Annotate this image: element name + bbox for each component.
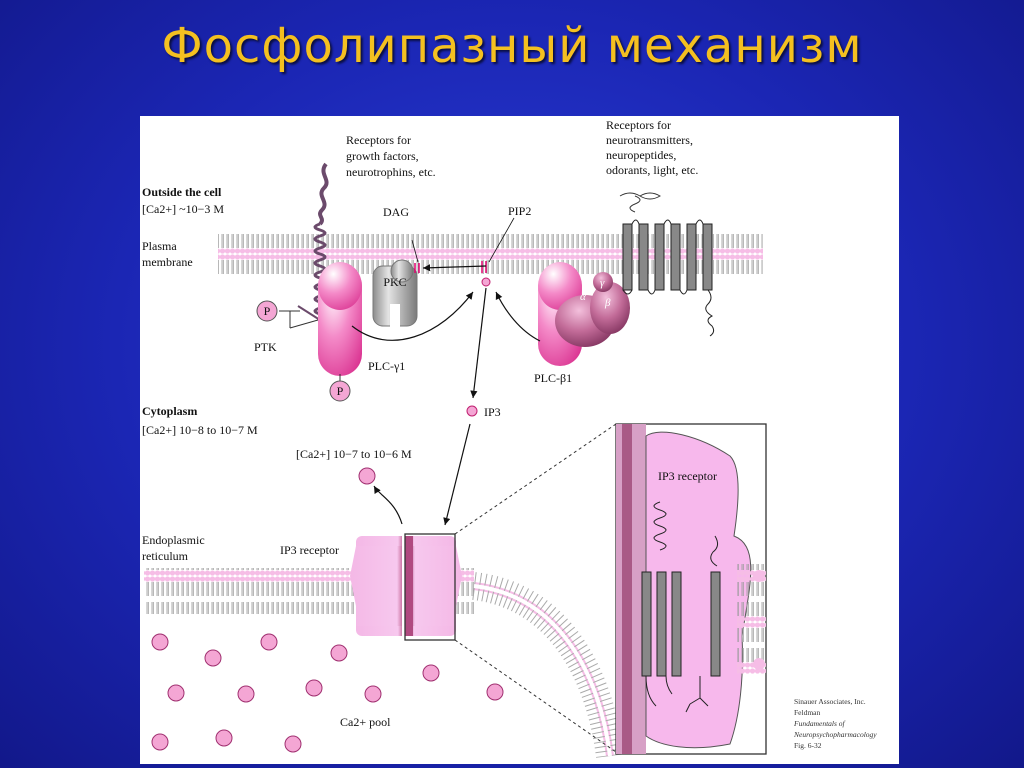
pip2-label: PIP2 [508, 204, 531, 218]
dag-marker [414, 263, 420, 273]
neuro-receptors-label-1: Receptors for [606, 118, 671, 132]
plasma-membrane [218, 233, 763, 279]
growth-receptors-label-2: growth factors, [346, 149, 419, 163]
plasma-membrane-label-1: Plasma [142, 239, 177, 253]
zoom-indicator [404, 423, 617, 753]
pip2-marker [481, 261, 491, 287]
ca-pool-ions [151, 633, 504, 753]
pkc-label: PKC [383, 275, 406, 289]
ip3-receptor-zoom-inset [615, 423, 767, 755]
ip3-receptor-channel [350, 536, 462, 636]
plc-gamma1: P [318, 262, 362, 402]
p-label-ptk: P [264, 304, 271, 318]
credit-line-2: Feldman [794, 708, 820, 717]
neuro-receptors-label-3: neuropeptides, [606, 148, 676, 162]
plasma-membrane-label-2: membrane [142, 255, 193, 269]
alpha-label: α [580, 291, 586, 303]
ptk-label: PTK [254, 340, 277, 354]
dag-label: DAG [383, 205, 409, 219]
ca-pool-label: Ca2+ pool [340, 715, 391, 729]
credit-line-1: Sinauer Associates, Inc. [794, 697, 866, 706]
neuro-receptors-label-4: odorants, light, etc. [606, 163, 698, 177]
released-conc-label: [Ca2+] 10−7 to 10−6 M [296, 447, 412, 461]
cytoplasm-conc-label: [Ca2+] 10−8 to 10−7 M [142, 423, 258, 437]
plc-gamma-label: PLC-γ1 [368, 359, 405, 373]
credit-line-4: Neuropsychopharmacology [793, 730, 877, 739]
ip3-label: IP3 [484, 405, 501, 419]
pkc-protein: PKC [372, 259, 418, 328]
outside-cell-label: Outside the cell [142, 185, 222, 199]
g-protein: α γ β [555, 272, 630, 347]
ip3-receptor-zoom-label: IP3 receptor [658, 469, 717, 483]
p-label-plc: P [337, 384, 344, 398]
pathway-arrows [351, 217, 541, 526]
credit-line-3: Fundamentals of [793, 719, 846, 728]
labels: Receptors for growth factors, neurotroph… [142, 118, 877, 750]
ip3-molecule [466, 405, 478, 417]
seven-tm-receptor [619, 192, 715, 337]
gamma-label: γ [600, 277, 605, 289]
ip3-receptor-label: IP3 receptor [280, 543, 339, 557]
phospho-ptk: P [256, 300, 319, 329]
figure-panel: P P PKC α γ β [140, 116, 899, 764]
credit-line-5: Fig. 6-32 [794, 741, 822, 750]
outside-conc-label: [Ca2+] ~10−3 M [142, 202, 224, 216]
cytoplasm-label: Cytoplasm [142, 404, 197, 418]
growth-receptors-label-1: Receptors for [346, 133, 411, 147]
plc-beta-label: PLC-β1 [534, 371, 572, 385]
beta-label: β [604, 297, 611, 309]
growth-receptors-label-3: neurotrophins, etc. [346, 165, 436, 179]
er-label-2: reticulum [142, 549, 189, 563]
er-label-1: Endoplasmic [142, 533, 205, 547]
neuro-receptors-label-2: neurotransmitters, [606, 133, 693, 147]
slide-title: Фосфолипазный механизм [161, 18, 863, 74]
released-calcium-ion [358, 467, 376, 485]
